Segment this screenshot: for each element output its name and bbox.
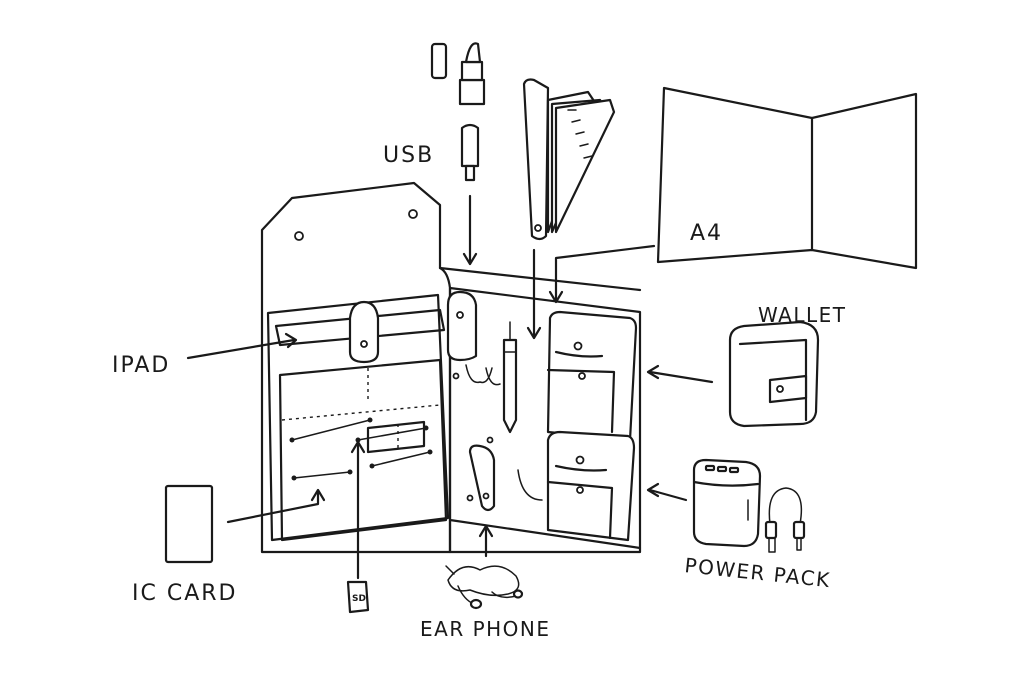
a4-document <box>656 86 918 270</box>
ear-phone-label: EAR PHONE <box>420 617 551 641</box>
a4-arrow <box>548 244 656 304</box>
power-pack-arrow <box>646 482 688 502</box>
binder-right-panel <box>446 286 642 554</box>
ruler-fan <box>522 78 616 241</box>
earphone-arrow <box>478 524 494 558</box>
binder-left-panel <box>266 293 450 542</box>
ic-card-arrow <box>226 488 326 524</box>
ipad-label: IPAD <box>112 353 170 378</box>
wallet-label: WALLET <box>758 303 847 327</box>
a4-label: A4 <box>690 221 723 246</box>
ruler-arrow <box>526 248 542 340</box>
ipad-arrow <box>186 332 298 360</box>
sd-card: SD <box>346 580 370 614</box>
wallet-arrow <box>646 364 714 384</box>
sd-label: SD <box>352 594 366 604</box>
usb-arrow <box>462 194 478 266</box>
earphone <box>445 565 524 610</box>
usb-items <box>430 42 486 182</box>
power-pack-label: POWER PACK <box>683 553 831 592</box>
ic-card-label: IC CARD <box>132 581 237 606</box>
usb-label: USB <box>383 143 434 168</box>
ic-card <box>164 484 214 564</box>
wallet <box>728 320 820 428</box>
power-pack <box>692 458 806 553</box>
sd-arrow <box>350 440 366 580</box>
